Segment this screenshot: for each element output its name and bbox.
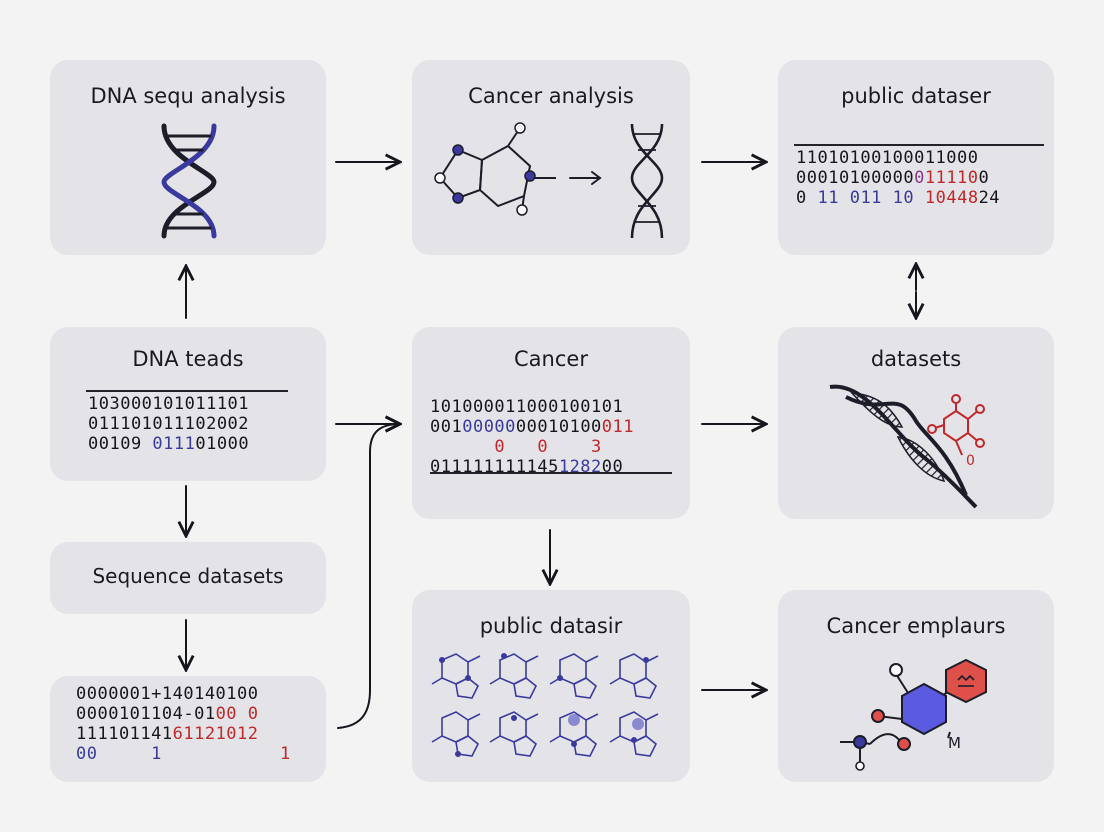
binary-segment: 0000001+140140100	[76, 684, 259, 704]
box-datasets: datasets 0	[778, 327, 1054, 519]
binary-segment: 11010100100011000	[796, 148, 979, 168]
binary-segment: 11110	[924, 168, 979, 188]
binary-segment: 011	[838, 188, 893, 208]
binary-segment: 00010100	[515, 417, 602, 437]
binary-segment: 00	[76, 744, 98, 764]
binary-segment: 001	[430, 417, 463, 437]
binary-segment: 011	[601, 417, 635, 437]
binary-line: 000101000000111100	[796, 168, 1000, 188]
box-cancer-analysis: Cancer analysis	[412, 60, 690, 255]
dna-helix-icon	[161, 123, 217, 239]
binary-segment: 111101141	[76, 724, 173, 744]
binary-segment: 1	[226, 744, 291, 764]
box-cancer-emplaurs: Cancer emplaurs M	[778, 590, 1054, 782]
binary-segment: 0	[914, 168, 925, 188]
binary-segment: 1	[97, 744, 227, 764]
binary-segment: 0111	[152, 434, 196, 454]
box-sequence-datasets: Sequence datasets	[50, 542, 326, 614]
binary-line: 11010100100011000	[796, 148, 1000, 168]
binary-segment: 0 0 3	[430, 437, 602, 457]
binary-segment: 101000011000100101	[430, 397, 624, 417]
binary-segment: 0000101104-01	[76, 704, 216, 724]
box-title: DNA teads	[132, 347, 244, 371]
blue-hexagon	[901, 682, 947, 736]
box-title: Cancer emplaurs	[826, 614, 1006, 638]
binary-segment: 00000	[462, 417, 516, 437]
molecule-label: M	[948, 734, 961, 752]
binary-segment: 24	[978, 188, 1001, 208]
binary-segment: 0	[978, 168, 990, 188]
binary-segment: 01000	[195, 434, 250, 454]
box-title: Cancer	[514, 347, 588, 371]
binary-segment: 00	[601, 457, 624, 477]
box-title: Cancer analysis	[468, 84, 634, 108]
binary-line: 103000101011101	[88, 394, 249, 414]
binary-segment: 00010100000	[796, 168, 915, 188]
binary-line: 0 0 3	[430, 437, 634, 457]
binary-line: 11110114161121012	[76, 724, 291, 744]
binary-line: 011111111145128200	[430, 457, 634, 477]
binary-segment: 011101011102002	[88, 414, 250, 434]
binary-line: 011101011102002	[88, 414, 249, 434]
binary-segment: 11	[817, 188, 839, 208]
binary-line: 0000101104-0100 0	[76, 704, 291, 724]
arrow-binary-to-cancer	[337, 424, 400, 729]
box-dna-seq-analysis: DNA sequ analysis	[50, 60, 326, 255]
box-public-datasir: public datasir	[412, 590, 690, 782]
binary-line: 0 11 011 10 1044824	[796, 188, 1000, 208]
binary-line: 00 1 1	[76, 744, 291, 764]
rule-line	[430, 472, 672, 474]
binary-segment: 10448	[924, 188, 979, 208]
box-title: datasets	[870, 347, 962, 371]
molecule-network-icon: M	[840, 658, 987, 771]
box-title: public dataser	[841, 84, 991, 108]
box-title: public datasir	[479, 614, 623, 638]
binary-line: 101000011000100101	[430, 397, 634, 417]
binary-segment: 00 0	[215, 704, 259, 724]
molecule-grid-icon	[431, 653, 659, 757]
binary-segment: 61121012	[172, 724, 259, 744]
binary-line: 0010000000010100011	[430, 417, 634, 437]
binary-segment: 011111111145	[430, 457, 559, 477]
binary-segment: 0	[796, 188, 818, 208]
binary-segment: 00109	[88, 434, 153, 454]
dna-molecule-icon: 0	[829, 384, 985, 509]
rule-line	[794, 144, 1044, 146]
binary-line: 00109 011101000	[88, 434, 249, 454]
binary-segment: 10	[892, 188, 925, 208]
box-title: DNA sequ analysis	[90, 84, 286, 108]
box-title: Sequence datasets	[92, 564, 284, 588]
binary-line: 0000001+140140100	[76, 684, 291, 704]
binary-segment: 1282	[558, 457, 602, 477]
rule-line	[86, 390, 288, 392]
molecule-to-dna-icon	[434, 122, 664, 239]
binary-segment: 103000101011101	[88, 394, 250, 414]
svg-text:0: 0	[966, 453, 975, 469]
